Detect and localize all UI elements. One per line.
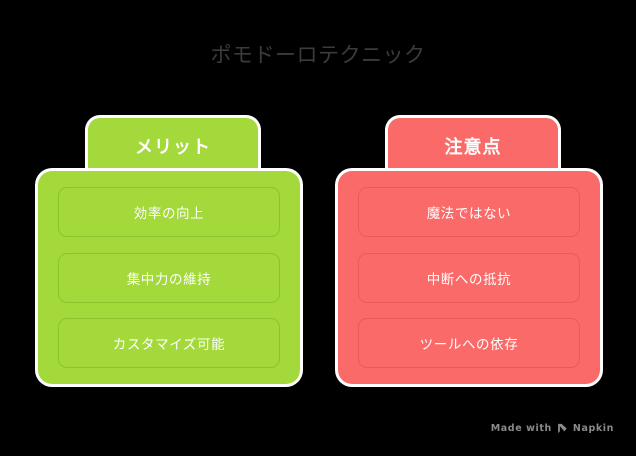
panel-header-merit: メリット: [88, 118, 258, 174]
panel-header-caution: 注意点: [388, 118, 558, 174]
watermark: Made with Napkin: [491, 423, 614, 434]
watermark-prefix: Made with: [490, 423, 552, 434]
panel-caution: 注意点 魔法ではない 中断への抵抗 ツールへの依存: [338, 118, 600, 386]
list-item[interactable]: カスタマイズ可能: [58, 318, 280, 368]
list-item[interactable]: 中断への抵抗: [358, 252, 580, 303]
panel-merit: メリット 効率の向上 集中力の維持 カスタマイズ可能: [38, 118, 300, 386]
panel-body-caution: 魔法ではない 中断への抵抗 ツールへの依存: [338, 171, 600, 384]
list-item[interactable]: ツールへの依存: [358, 318, 580, 368]
panel-body-merit: 効率の向上 集中力の維持 カスタマイズ可能: [38, 171, 300, 384]
napkin-logo-icon: [557, 423, 568, 434]
page-title: ポモドーロテクニック: [210, 43, 426, 67]
list-item[interactable]: 魔法ではない: [358, 187, 580, 237]
watermark-brand: Napkin: [572, 423, 614, 434]
list-item[interactable]: 集中力の維持: [58, 252, 280, 303]
list-item[interactable]: 効率の向上: [58, 187, 280, 237]
